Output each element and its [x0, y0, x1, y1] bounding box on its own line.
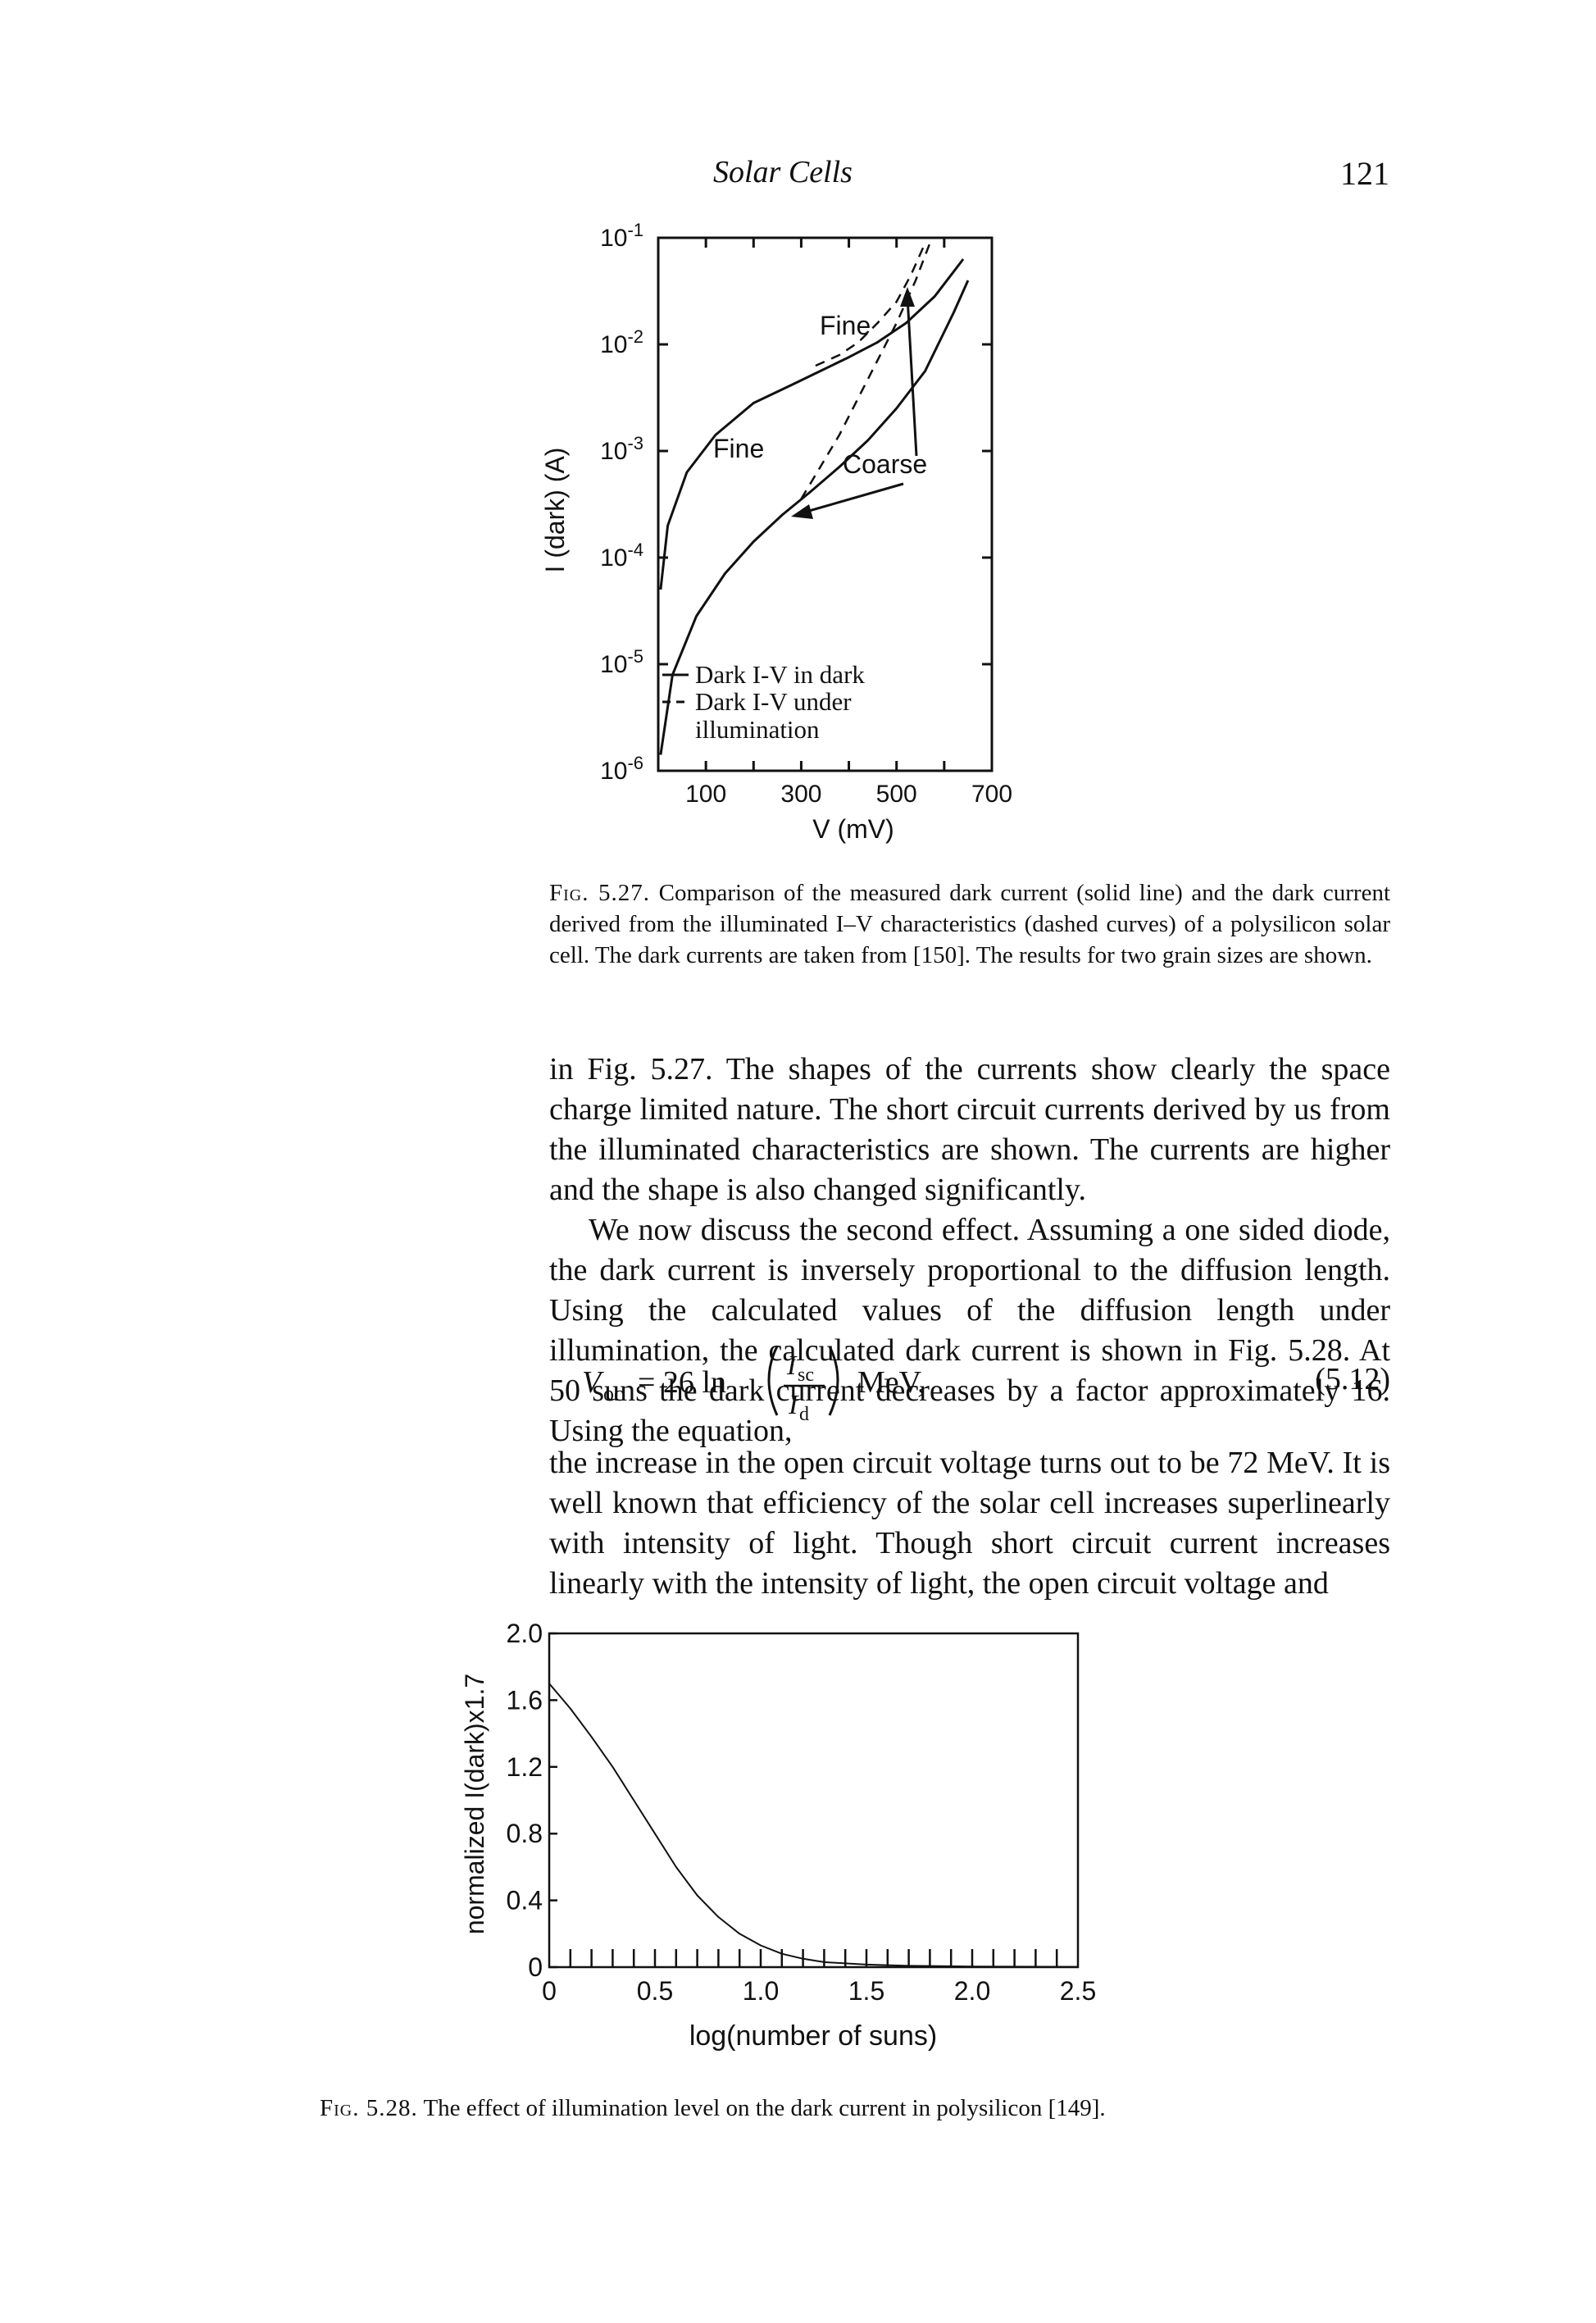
- equation-5-12: V oc = 26 ln I sc I d MeV, (5.12): [549, 1330, 1390, 1428]
- equation-formula: V oc = 26 ln I sc I d MeV,: [582, 1346, 925, 1425]
- solid-curve-coarse: [659, 280, 970, 755]
- dark-current-curve: [548, 1683, 1079, 1968]
- eq-lhs: V: [582, 1365, 604, 1400]
- arrow-left-line: [803, 482, 904, 514]
- x-tick-label: 2.5: [1060, 1976, 1096, 2006]
- tick-marks: [658, 236, 992, 772]
- x-tick-labels: 100 300 500 700: [685, 781, 1012, 808]
- tick-marks: [549, 1632, 1058, 1969]
- series-group: [548, 1683, 1079, 1968]
- figure-5-27-caption: Fig. 5.27. Comparison of the measured da…: [549, 877, 1390, 971]
- eq-numerator-sub: sc: [798, 1364, 814, 1386]
- running-head: Solar Cells 121: [0, 154, 1596, 203]
- x-tick-label: 2.0: [954, 1976, 990, 2006]
- figure-5-27-caption-text: Comparison of the measured dark current …: [549, 880, 1391, 968]
- eq-numerator: I: [786, 1351, 798, 1381]
- dashed-curve-coarse: [800, 243, 931, 500]
- y-tick-label: 1.2: [507, 1752, 543, 1782]
- body-paragraph-bottom: the increase in the open circuit voltage…: [549, 1443, 1390, 1604]
- y-tick-label: 0.8: [507, 1819, 543, 1848]
- x-tick-label: 0: [542, 1976, 557, 2006]
- legend-label-solid: Dark I-V in dark: [695, 660, 865, 689]
- x-tick-label: 700: [971, 781, 1012, 808]
- eq-right-paren: [828, 1346, 839, 1416]
- y-tick-label: 0.4: [507, 1886, 543, 1915]
- y-axis-label: I (dark) (A): [540, 448, 570, 573]
- eq-denominator: I: [788, 1390, 799, 1420]
- figure-5-27-chart: 10-1 10-2 10-3 10-4 10-5 10-6 100 300 500 700 I …: [540, 221, 1012, 844]
- figure-5-27-label: Fig. 5.27.: [549, 880, 651, 906]
- arrow-up-head: [900, 287, 915, 307]
- dashed-curve-fine: [815, 242, 926, 367]
- paragraph-1: in Fig. 5.27. The shapes of the currents…: [549, 1052, 1390, 1207]
- figure-5-28-caption-text: The effect of illumination level on the …: [423, 2095, 1106, 2121]
- y-tick-label: 0: [528, 1952, 543, 1982]
- paragraph-2: We now discuss the second effect. Assumi…: [549, 1213, 1390, 1448]
- x-tick-label: 300: [780, 781, 821, 808]
- y-axis-label: normalized I(dark)x1.7: [460, 1674, 489, 1934]
- annotation-arrows: [791, 287, 918, 519]
- figure-5-28-label: Fig. 5.28.: [320, 2095, 418, 2121]
- y-tick-label: 10-5: [600, 646, 643, 678]
- y-tick-labels: 10-1 10-2 10-3 10-4 10-5 10-6: [600, 221, 643, 785]
- y-tick-label: 10-3: [600, 433, 643, 465]
- plot-frame: [657, 236, 994, 772]
- figure-5-28-caption: Fig. 5.28. The effect of illumination le…: [320, 2093, 1385, 2124]
- x-tick-label: 100: [685, 781, 726, 808]
- eq-left-paren: [767, 1346, 779, 1416]
- x-axis-label: V (mV): [812, 814, 894, 844]
- body-paragraphs-top: in Fig. 5.27. The shapes of the currents…: [549, 1050, 1390, 1451]
- y-tick-label: 10-6: [600, 753, 643, 785]
- eq-denominator-sub: d: [799, 1404, 809, 1425]
- eq-lhs-sub: oc: [603, 1382, 624, 1405]
- x-tick-label: 1.0: [743, 1976, 779, 2006]
- figure-5-28-chart: 2.0 1.6 1.2 0.8 0.4 0 0 0.5 1.0 1.5 2.0 2.5 normal…: [460, 1619, 1096, 2052]
- eq-unit: MeV,: [857, 1365, 925, 1400]
- series-group: [659, 242, 970, 755]
- paragraph-3: the increase in the open circuit voltage…: [549, 1446, 1390, 1601]
- y-tick-label: 1.6: [507, 1685, 543, 1715]
- annotation-fine-dashed: Fine: [820, 311, 871, 340]
- x-tick-label: 0.5: [637, 1976, 673, 2006]
- x-tick-label: 1.5: [848, 1976, 884, 2006]
- equation-number: (5.12): [1315, 1362, 1390, 1396]
- eq-coefficient: = 26 ln: [638, 1365, 726, 1400]
- arrow-left-head: [791, 504, 813, 519]
- y-tick-labels: 2.0 1.6 1.2 0.8 0.4 0: [507, 1619, 543, 1982]
- annotation-coarse: Coarse: [843, 449, 927, 479]
- y-tick-label: 2.0: [507, 1619, 543, 1648]
- y-tick-label: 10-2: [600, 326, 643, 358]
- solid-curve-fine: [659, 258, 965, 590]
- x-tick-labels: 0 0.5 1.0 1.5 2.0 2.5: [542, 1976, 1096, 2006]
- x-tick-label: 500: [876, 781, 917, 808]
- x-axis-label: log(number of suns): [689, 2020, 937, 2052]
- page-number: 121: [1340, 155, 1389, 192]
- annotation-fine-solid: Fine: [713, 434, 764, 463]
- arrow-up-line: [906, 296, 918, 457]
- y-tick-label: 10-1: [600, 221, 643, 252]
- running-title: Solar Cells: [713, 155, 853, 189]
- y-tick-label: 10-4: [600, 540, 643, 572]
- plot-frame: [548, 1632, 1080, 1969]
